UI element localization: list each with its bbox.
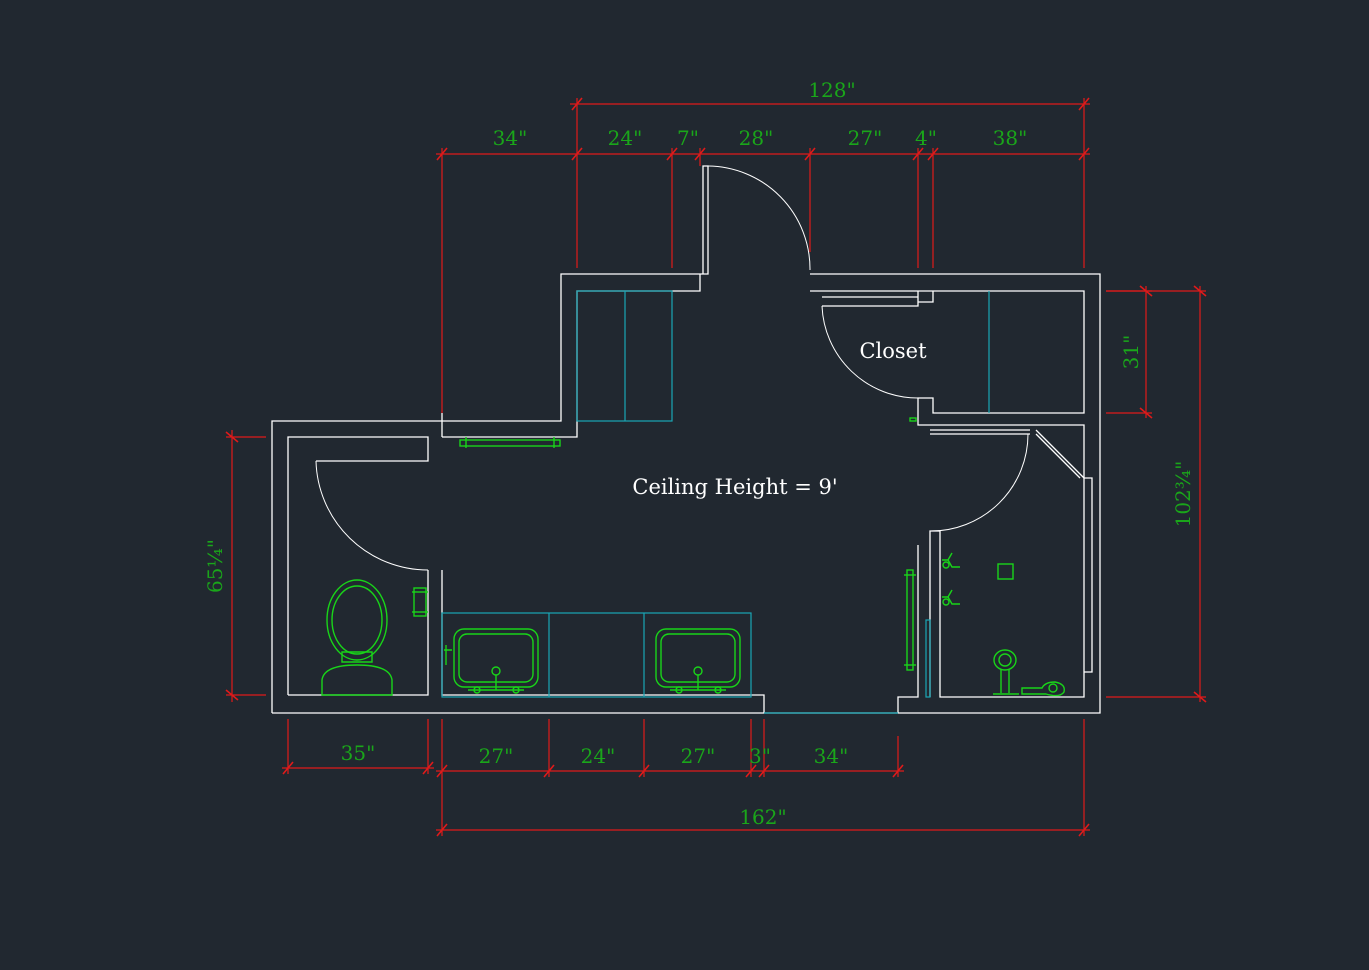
ceiling-height-label: Ceiling Height = 9'	[632, 475, 837, 499]
dim-text-right-closet: 31"	[1119, 335, 1143, 370]
sink-right	[655, 628, 741, 694]
dim-text-top-3: 7"	[677, 126, 699, 150]
closet-door-swing	[821, 305, 919, 399]
dim-text-top-4: 28"	[739, 126, 774, 150]
inner-wall-right-upper	[810, 290, 1085, 698]
outlet	[909, 417, 917, 422]
dim-text-bottom-5: 3"	[749, 744, 771, 768]
dim-text-top-6: 4"	[915, 126, 937, 150]
dimension-lines	[225, 97, 1207, 837]
dim-text-bottom-3: 24"	[581, 744, 616, 768]
cabinetry	[441, 290, 990, 714]
shower-door-swing	[929, 433, 1029, 532]
dim-text-right-overall: 102¾"	[1171, 461, 1195, 528]
dim-text-top-5: 27"	[848, 126, 883, 150]
entry-door-swing	[707, 165, 811, 271]
shower-drain	[997, 563, 1014, 580]
doors	[315, 165, 1029, 571]
dim-text-top-overall: 128"	[808, 78, 855, 102]
toilet	[321, 579, 393, 696]
towel-bar	[459, 437, 561, 448]
dim-text-bottom-overall: 162"	[739, 805, 786, 829]
inner-wall-left	[287, 436, 429, 695]
grab-bar	[904, 569, 916, 671]
wc-door-swing	[315, 460, 429, 571]
dim-text-top-2: 24"	[608, 126, 643, 150]
outer-wall	[271, 165, 1101, 714]
dim-text-left-height: 65¼"	[203, 539, 227, 593]
fixtures	[321, 417, 1065, 697]
walls	[271, 165, 1101, 714]
dimension-text: 128" 34" 24" 7" 28" 27" 4" 38" 31" 102¾"…	[203, 78, 1195, 829]
dim-text-bottom-4: 27"	[681, 744, 716, 768]
dim-text-bottom-6: 34"	[814, 744, 849, 768]
paper-holder	[412, 587, 428, 617]
shower-valves	[942, 552, 960, 606]
dim-text-top-1: 34"	[493, 126, 528, 150]
closet-label: Closet	[859, 339, 927, 363]
shower-head	[993, 649, 1019, 695]
vanity-counter	[441, 612, 752, 698]
sink-left	[444, 628, 539, 694]
shower-curb	[925, 619, 931, 698]
hand-shower	[1021, 681, 1065, 697]
glass-panel	[1035, 429, 1085, 479]
dim-text-bottom-2: 27"	[479, 744, 514, 768]
entry-jamb	[930, 429, 1030, 435]
shower-side-wall	[1084, 477, 1093, 673]
inner-wall-main	[288, 413, 919, 713]
dim-text-bottom-1: 35"	[341, 741, 376, 765]
inner-wall-upper	[442, 274, 701, 438]
dim-text-top-7: 38"	[993, 126, 1028, 150]
closet-header	[822, 291, 934, 307]
